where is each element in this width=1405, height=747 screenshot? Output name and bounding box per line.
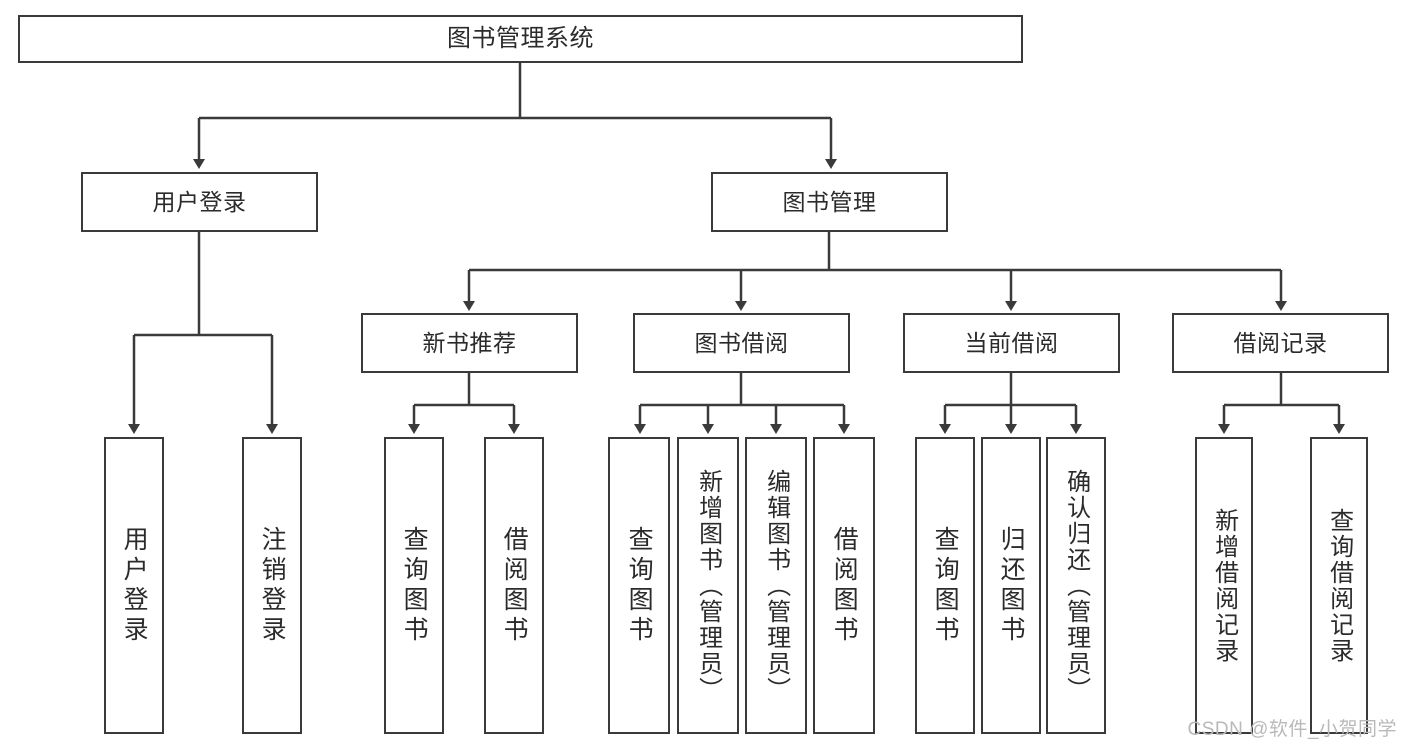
node-current-borrow[interactable]: 当前借阅 — [903, 313, 1120, 373]
leaf-add-book-admin[interactable]: 新增图书（管理员） — [677, 437, 739, 734]
node-label: 新书推荐 — [422, 329, 517, 356]
node-label: 图书管理系统 — [447, 25, 594, 53]
node-label: 查询图书 — [400, 525, 429, 646]
node-borrow-record[interactable]: 借阅记录 — [1172, 313, 1389, 373]
node-label: 借阅图书 — [500, 525, 529, 646]
node-root-system[interactable]: 图书管理系统 — [18, 15, 1023, 63]
leaf-return-book[interactable]: 归还图书 — [981, 437, 1041, 734]
leaf-user-login[interactable]: 用户登录 — [104, 437, 164, 734]
leaf-query-book-current[interactable]: 查询图书 — [915, 437, 975, 734]
leaf-add-borrow-record[interactable]: 新增借阅记录 — [1195, 437, 1253, 734]
node-label: 查询图书 — [625, 525, 654, 646]
node-label: 借阅图书 — [830, 525, 859, 646]
leaf-borrow-book-recommend[interactable]: 借阅图书 — [484, 437, 544, 734]
node-label: 当前借阅 — [964, 329, 1059, 356]
leaf-borrow-book[interactable]: 借阅图书 — [813, 437, 875, 734]
node-label: 查询图书 — [931, 525, 960, 646]
node-label: 编辑图书（管理员） — [762, 468, 790, 703]
node-book-management[interactable]: 图书管理 — [711, 172, 948, 232]
leaf-query-book-borrow[interactable]: 查询图书 — [608, 437, 670, 734]
watermark-text: CSDN @软件_小贺同学 — [1187, 719, 1397, 740]
node-label: 新增借阅记录 — [1210, 507, 1238, 664]
node-label: 新增图书（管理员） — [694, 468, 722, 703]
leaf-confirm-return-admin[interactable]: 确认归还（管理员） — [1046, 437, 1106, 734]
node-label: 确认归还（管理员） — [1062, 468, 1090, 703]
node-user-login[interactable]: 用户登录 — [81, 172, 318, 232]
node-book-borrow[interactable]: 图书借阅 — [633, 313, 850, 373]
node-label: 用户登录 — [120, 525, 149, 646]
node-label: 图书管理 — [782, 188, 877, 215]
node-label: 归还图书 — [997, 525, 1026, 646]
node-label: 用户登录 — [152, 188, 247, 215]
leaf-query-book-recommend[interactable]: 查询图书 — [384, 437, 444, 734]
node-label: 查询借阅记录 — [1325, 507, 1353, 664]
node-label: 注销登录 — [258, 525, 287, 646]
leaf-edit-book-admin[interactable]: 编辑图书（管理员） — [745, 437, 807, 734]
node-label: 图书借阅 — [694, 329, 789, 356]
leaf-query-borrow-record[interactable]: 查询借阅记录 — [1310, 437, 1368, 734]
leaf-user-logout[interactable]: 注销登录 — [242, 437, 302, 734]
node-label: 借阅记录 — [1233, 329, 1328, 356]
node-new-book-recommend[interactable]: 新书推荐 — [361, 313, 578, 373]
